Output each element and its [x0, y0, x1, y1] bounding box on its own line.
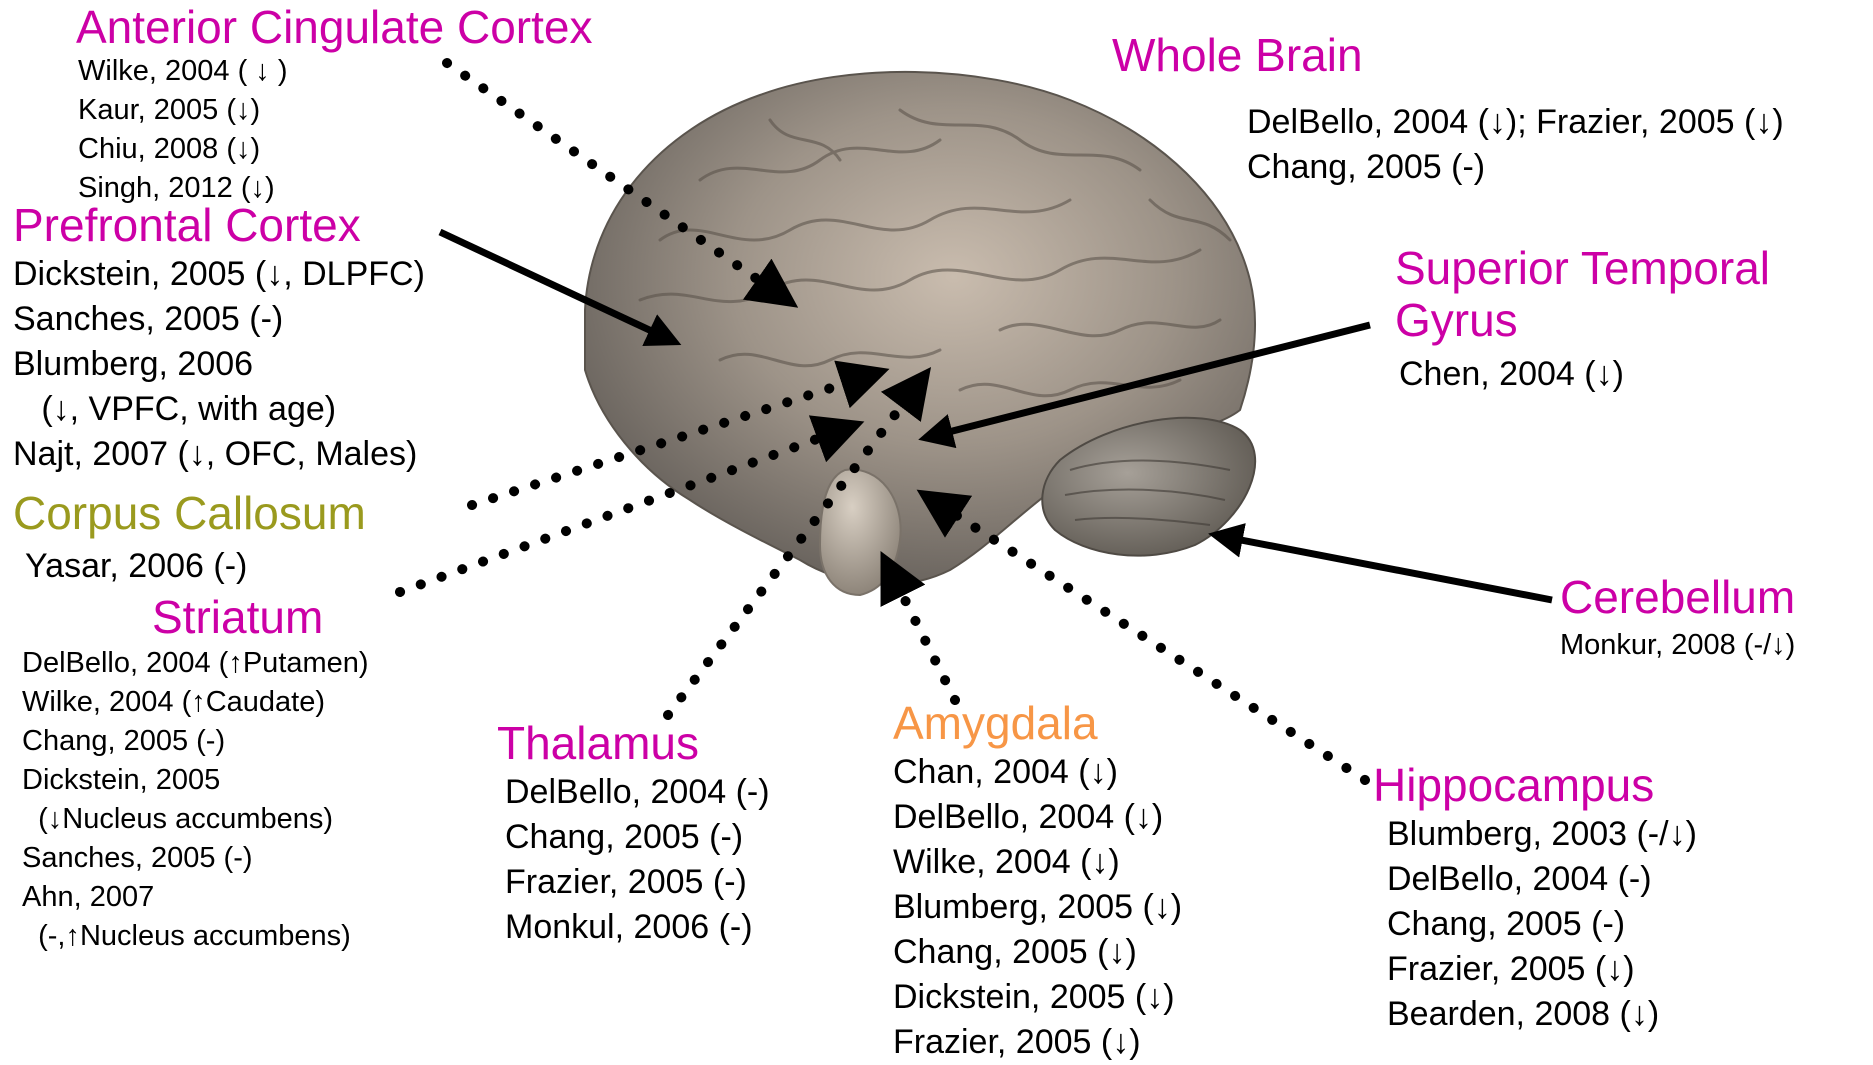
region-amygdala-entry: Blumberg, 2005 (↓) — [893, 885, 1182, 930]
region-thalamus-entry: Frazier, 2005 (-) — [505, 860, 770, 905]
region-corpus-callosum-entry: Yasar, 2006 (-) — [25, 544, 366, 589]
region-hippocampus: Hippocampus Blumberg, 2003 (-/↓) DelBell… — [1373, 760, 1697, 1037]
region-acc-entry: Wilke, 2004 ( ↓ ) — [78, 52, 592, 91]
region-pfc-entry: Dickstein, 2005 (↓, DLPFC) — [13, 252, 425, 297]
region-amygdala-entry: Dickstein, 2005 (↓) — [893, 975, 1182, 1020]
region-striatum-title: Striatum — [152, 592, 369, 644]
region-striatum-entry: DelBello, 2004 (↑Putamen) — [22, 644, 369, 683]
region-amygdala-entry: Frazier, 2005 (↓) — [893, 1020, 1182, 1065]
region-amygdala-entries: Chan, 2004 (↓) DelBello, 2004 (↓) Wilke,… — [893, 750, 1182, 1065]
region-corpus-callosum-entries: Yasar, 2006 (-) — [25, 544, 366, 589]
region-hippocampus-entry: Frazier, 2005 (↓) — [1387, 947, 1697, 992]
region-cerebellum-entries: Monkur, 2008 (-/↓) — [1560, 626, 1795, 665]
region-striatum: Striatum DelBello, 2004 (↑Putamen) Wilke… — [22, 592, 369, 956]
region-striatum-entries: DelBello, 2004 (↑Putamen) Wilke, 2004 (↑… — [22, 644, 369, 956]
region-acc-entry: Chiu, 2008 (↓) — [78, 130, 592, 169]
region-cerebellum-title: Cerebellum — [1560, 572, 1795, 624]
region-striatum-entry: Ahn, 2007 — [22, 878, 369, 917]
region-cerebellum: Cerebellum Monkur, 2008 (-/↓) — [1560, 572, 1795, 665]
region-amygdala: Amygdala Chan, 2004 (↓) DelBello, 2004 (… — [893, 698, 1182, 1065]
region-amygdala-entry: Chang, 2005 (↓) — [893, 930, 1182, 975]
region-amygdala-title: Amygdala — [893, 698, 1182, 750]
region-striatum-entry: Wilke, 2004 (↑Caudate) — [22, 683, 369, 722]
region-cerebellum-entry: Monkur, 2008 (-/↓) — [1560, 626, 1795, 665]
region-stg-entries: Chen, 2004 (↓) — [1399, 352, 1770, 397]
region-pfc: Prefrontal Cortex Dickstein, 2005 (↓, DL… — [13, 200, 425, 477]
region-whole-brain: Whole Brain DelBello, 2004 (↓); Frazier,… — [1112, 30, 1784, 190]
region-striatum-entry: Chang, 2005 (-) — [22, 722, 369, 761]
region-amygdala-entry: Chan, 2004 (↓) — [893, 750, 1182, 795]
region-whole-brain-entry: DelBello, 2004 (↓); Frazier, 2005 (↓) — [1247, 100, 1784, 145]
region-hippocampus-title: Hippocampus — [1373, 760, 1697, 812]
region-amygdala-entry: DelBello, 2004 (↓) — [893, 795, 1182, 840]
region-acc-entry: Kaur, 2005 (↓) — [78, 91, 592, 130]
region-hippocampus-entry: Chang, 2005 (-) — [1387, 902, 1697, 947]
region-pfc-entry: Najt, 2007 (↓, OFC, Males) — [13, 432, 425, 477]
region-thalamus-entries: DelBello, 2004 (-) Chang, 2005 (-) Frazi… — [505, 770, 770, 950]
region-striatum-entry: (-,↑Nucleus accumbens) — [22, 917, 369, 956]
region-pfc-entry: Blumberg, 2006 — [13, 342, 425, 387]
arrow-cerebellum — [1215, 535, 1552, 600]
region-thalamus-entry: DelBello, 2004 (-) — [505, 770, 770, 815]
region-acc: Anterior Cingulate Cortex Wilke, 2004 ( … — [76, 2, 592, 208]
region-striatum-entry: Dickstein, 2005 — [22, 761, 369, 800]
region-stg: Superior Temporal Gyrus Chen, 2004 (↓) — [1395, 243, 1770, 397]
region-thalamus-title: Thalamus — [497, 718, 770, 770]
region-whole-brain-entries: DelBello, 2004 (↓); Frazier, 2005 (↓) Ch… — [1247, 100, 1784, 190]
region-pfc-title: Prefrontal Cortex — [13, 200, 425, 252]
region-acc-entries: Wilke, 2004 ( ↓ ) Kaur, 2005 (↓) Chiu, 2… — [78, 52, 592, 208]
region-corpus-callosum-title: Corpus Callosum — [13, 488, 366, 540]
region-corpus-callosum: Corpus Callosum Yasar, 2006 (-) — [13, 488, 366, 589]
region-pfc-entry: (↓, VPFC, with age) — [13, 387, 425, 432]
region-thalamus-entry: Monkul, 2006 (-) — [505, 905, 770, 950]
region-striatum-entry: Sanches, 2005 (-) — [22, 839, 369, 878]
region-hippocampus-entry: DelBello, 2004 (-) — [1387, 857, 1697, 902]
region-thalamus: Thalamus DelBello, 2004 (-) Chang, 2005 … — [497, 718, 770, 950]
region-pfc-entries: Dickstein, 2005 (↓, DLPFC) Sanches, 2005… — [13, 252, 425, 477]
region-stg-entry: Chen, 2004 (↓) — [1399, 352, 1770, 397]
region-stg-title-line2: Gyrus — [1395, 295, 1770, 347]
region-striatum-entry: (↓Nucleus accumbens) — [22, 800, 369, 839]
region-thalamus-entry: Chang, 2005 (-) — [505, 815, 770, 860]
region-hippocampus-entry: Blumberg, 2003 (-/↓) — [1387, 812, 1697, 857]
region-whole-brain-entry: Chang, 2005 (-) — [1247, 145, 1784, 190]
region-whole-brain-title: Whole Brain — [1112, 30, 1784, 82]
region-acc-title: Anterior Cingulate Cortex — [76, 2, 592, 54]
region-hippocampus-entry: Bearden, 2008 (↓) — [1387, 992, 1697, 1037]
region-amygdala-entry: Wilke, 2004 (↓) — [893, 840, 1182, 885]
region-hippocampus-entries: Blumberg, 2003 (-/↓) DelBello, 2004 (-) … — [1387, 812, 1697, 1037]
region-pfc-entry: Sanches, 2005 (-) — [13, 297, 425, 342]
region-stg-title-line1: Superior Temporal — [1395, 243, 1770, 295]
